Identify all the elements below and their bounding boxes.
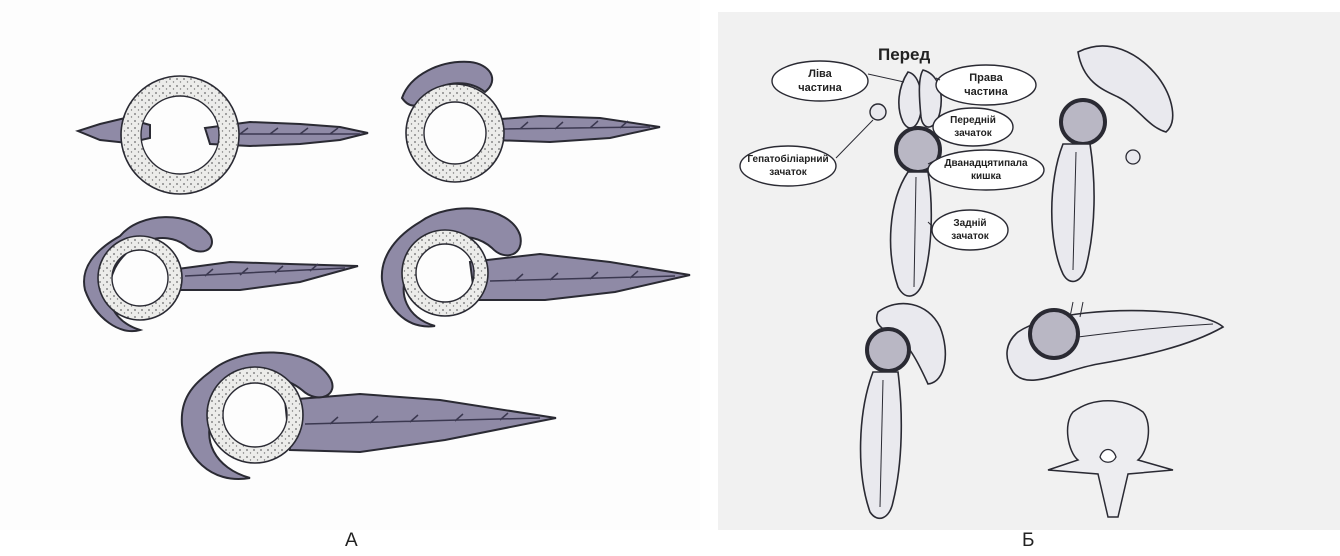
figure-4-duodenum [1030, 310, 1078, 358]
svg-text:частина: частина [964, 86, 1008, 98]
label-posterior-bud: Задній зачаток [928, 210, 1008, 250]
svg-text:Дванадцятипала: Дванадцятипала [944, 158, 1028, 169]
label-duodenum: Дванадцятипала кишка [928, 150, 1044, 190]
svg-text:Права: Права [969, 72, 1003, 84]
figure-3-lobe-lower [861, 372, 902, 518]
svg-text:зачаток: зачаток [954, 128, 992, 139]
figure-3-pancreas [861, 304, 946, 519]
panel-b: Перед Ліва частина Права частина Передні… [718, 12, 1340, 530]
svg-text:Задній: Задній [953, 218, 986, 229]
svg-text:зачаток: зачаток [769, 167, 807, 178]
svg-text:Гепатобіліарний: Гепатобіліарний [747, 153, 828, 165]
figure-2-duodenum [1061, 100, 1105, 144]
panel-b-caption: Б [1022, 530, 1034, 552]
figure-1-pancreas [870, 70, 941, 296]
posterior-bud-lobe [891, 172, 932, 296]
panel-b-drawing: Перед Ліва частина Права частина Передні… [718, 12, 1340, 530]
label-anterior-bud: Передній зачаток [933, 108, 1013, 146]
stage-5-pancreas [182, 352, 556, 479]
panel-a-drawing [0, 0, 700, 530]
stage-5-duodenum [215, 375, 295, 455]
left-part-lobe [899, 72, 922, 128]
figure-2-pancreas [1052, 46, 1173, 281]
stage-3-duodenum [105, 243, 175, 313]
svg-text:зачаток: зачаток [951, 231, 989, 242]
stage-4-pancreas [382, 208, 690, 326]
label-right-part: Права частина [936, 65, 1036, 105]
svg-text:Ліва: Ліва [808, 68, 832, 80]
label-hepatobiliary-bud: Гепатобіліарний зачаток [740, 120, 873, 186]
stage-2-duodenum [415, 93, 495, 173]
stage-3-pancreas [84, 217, 358, 331]
stage-2-pancreas [402, 62, 660, 182]
figure-4-pancreas [1007, 302, 1223, 380]
vertebra [1048, 401, 1173, 517]
stage-4-duodenum [409, 237, 481, 309]
panel-a [0, 0, 700, 530]
svg-text:Передній: Передній [950, 115, 996, 126]
svg-text:кишка: кишка [971, 171, 1001, 182]
hepatobiliary-bud-shape [870, 104, 886, 120]
panel-a-caption: А [345, 530, 358, 552]
label-left-part: Ліва частина [772, 61, 904, 101]
figure-3-duodenum [867, 329, 909, 371]
anterior-title: Перед [878, 45, 931, 64]
stage-1-pancreas [78, 76, 368, 194]
svg-text:частина: частина [798, 82, 842, 94]
